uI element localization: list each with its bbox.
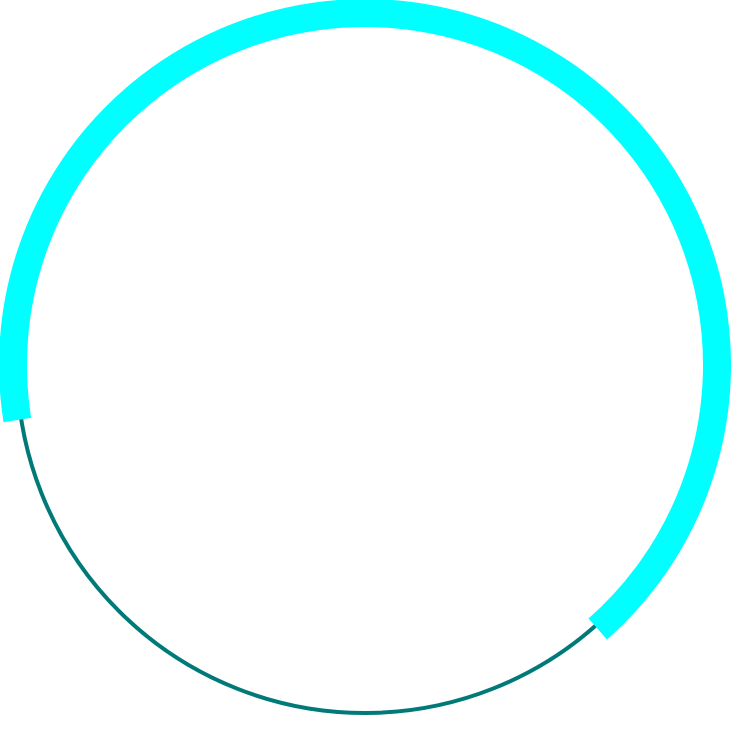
progress-ring-arc bbox=[0, 0, 731, 640]
